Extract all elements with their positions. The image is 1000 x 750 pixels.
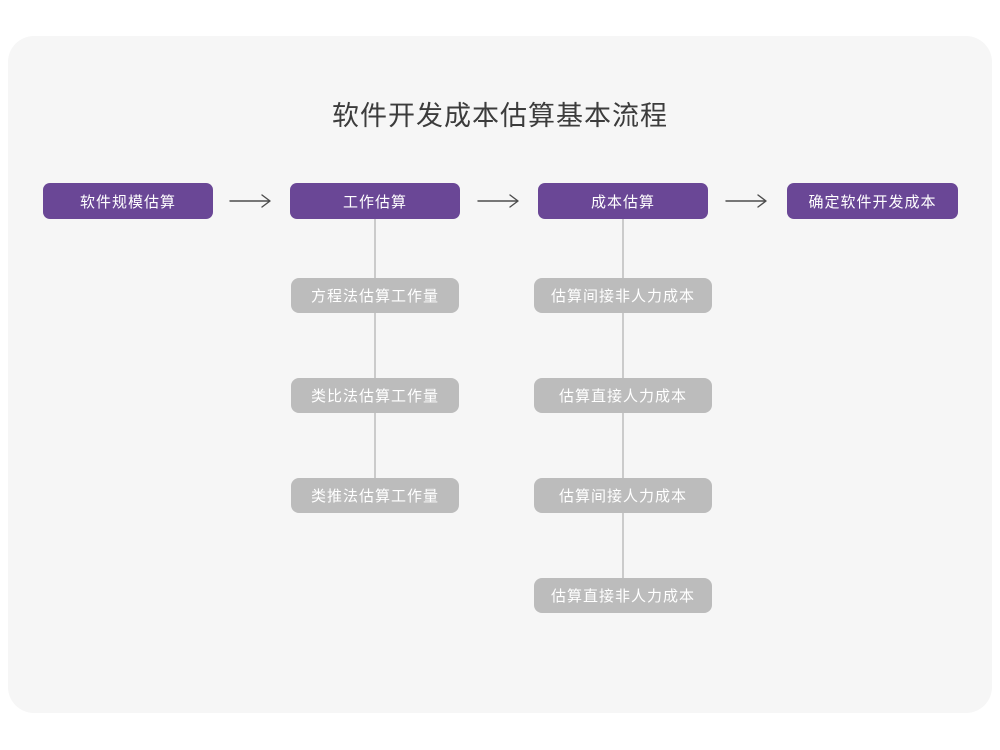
arrow-right-icon bbox=[229, 194, 271, 208]
sub-node-indirect-labor-cost: 估算间接人力成本 bbox=[534, 478, 712, 513]
sub-node-direct-nonlabor-cost: 估算直接非人力成本 bbox=[534, 578, 712, 613]
arrow-right-icon bbox=[725, 194, 767, 208]
arrow-right-icon bbox=[477, 194, 519, 208]
flow-node-software-scale-estimation: 软件规模估算 bbox=[43, 183, 213, 219]
connector-line-work-estimation bbox=[374, 219, 376, 478]
sub-node-indirect-nonlabor-cost: 估算间接非人力成本 bbox=[534, 278, 712, 313]
sub-node-equation-method: 方程法估算工作量 bbox=[291, 278, 459, 313]
flow-node-cost-estimation: 成本估算 bbox=[538, 183, 708, 219]
diagram-card: 软件开发成本估算基本流程 软件规模估算 工作估算 成本估算 确定软件开发成本 方… bbox=[8, 36, 992, 713]
diagram-title: 软件开发成本估算基本流程 bbox=[332, 101, 668, 131]
flow-node-determine-dev-cost: 确定软件开发成本 bbox=[787, 183, 958, 219]
sub-node-extrapolation-method: 类推法估算工作量 bbox=[291, 478, 459, 513]
sub-node-analogy-method: 类比法估算工作量 bbox=[291, 378, 459, 413]
flow-node-work-estimation: 工作估算 bbox=[290, 183, 460, 219]
sub-node-direct-labor-cost: 估算直接人力成本 bbox=[534, 378, 712, 413]
